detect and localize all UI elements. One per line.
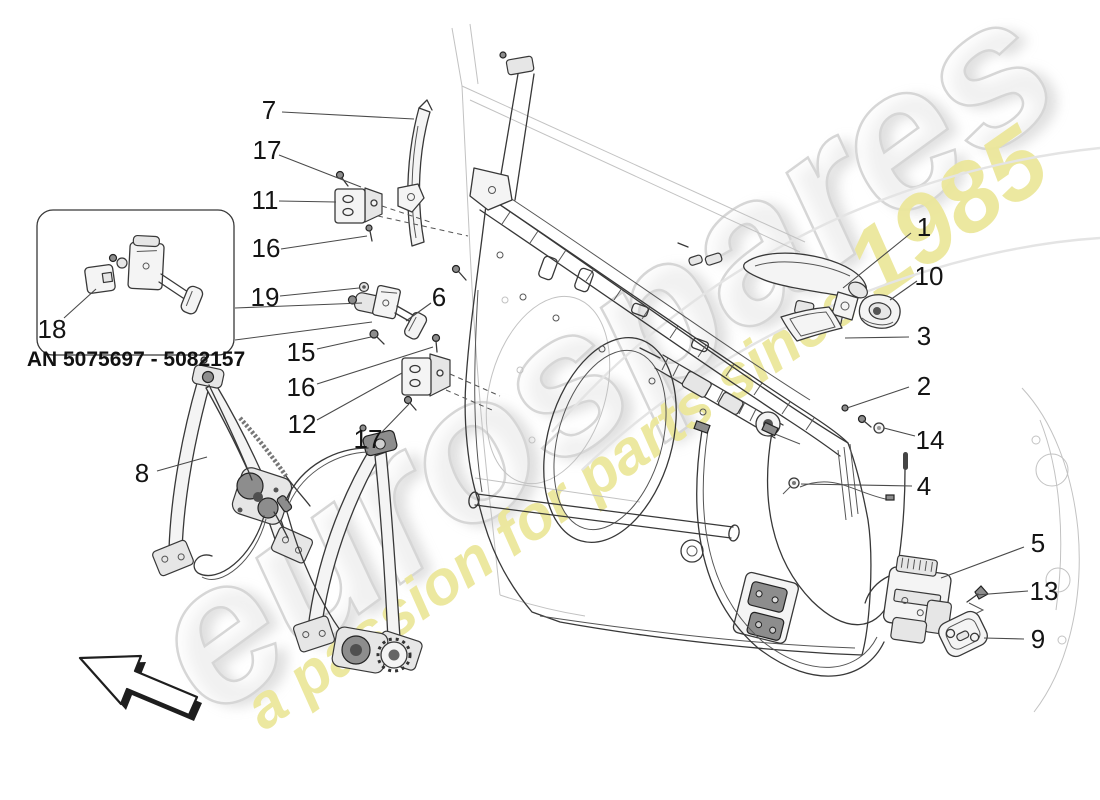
window-channel-7 — [407, 99, 433, 247]
callout-6: 6 — [431, 282, 447, 312]
callout-3: 3 — [916, 321, 932, 351]
door-panel — [464, 51, 872, 656]
callout-17-lower: 17 — [353, 424, 383, 454]
door-lower-hinge-mounts — [732, 571, 799, 644]
callout-15: 15 — [286, 337, 316, 367]
callout-10: 10 — [914, 261, 944, 291]
regulator-motor-left — [231, 467, 293, 525]
callout-16-mid: 16 — [286, 372, 316, 402]
callout-18: 18 — [37, 314, 67, 344]
stop-buffer-18 — [84, 264, 116, 294]
callout-16-upper: 16 — [251, 233, 281, 263]
lock-cylinder-cap-10 — [858, 294, 901, 329]
background-door — [451, 23, 806, 617]
window-regulator-left-8 — [152, 356, 314, 580]
screw-17-lower — [403, 395, 413, 405]
door-hinge-bracket-upper — [397, 183, 425, 213]
cable-loops — [693, 420, 889, 677]
direction-arrow — [78, 654, 202, 721]
reference-box — [36, 209, 373, 356]
striker-9 — [938, 610, 988, 658]
rail-hatching — [501, 211, 815, 431]
callout-19: 19 — [250, 282, 280, 312]
exterior-handle-1 — [677, 242, 868, 327]
leader-lines — [63, 111, 1029, 640]
callout-17-upper: 17 — [252, 135, 282, 165]
screw-15 — [369, 329, 379, 339]
callout-7: 7 — [261, 95, 277, 125]
callout-4: 4 — [916, 471, 932, 501]
callout-14: 14 — [915, 425, 945, 455]
callout-9: 9 — [1030, 624, 1046, 654]
callout-12: 12 — [287, 409, 317, 439]
callout-8: 8 — [134, 458, 150, 488]
upper-hinge-11 — [334, 170, 469, 242]
door-check-6 — [347, 281, 428, 345]
lower-hinge-12 — [401, 333, 501, 411]
callout-1: 1 — [916, 212, 932, 242]
bolt-front-edge — [451, 264, 467, 281]
screw-16-upper — [365, 224, 373, 232]
lock-rod-4 — [782, 452, 908, 573]
window-regulator-right — [276, 424, 423, 674]
callout-11: 11 — [251, 185, 279, 215]
screw-cap-14 — [857, 414, 885, 434]
handle-gasket-3 — [780, 306, 843, 342]
callout-2: 2 — [916, 371, 932, 401]
door-check-18-assembly — [108, 234, 204, 315]
reference-range-label: AN 5075697 - 5082157 — [26, 348, 246, 371]
regulator-motor-right — [331, 626, 423, 674]
callout-5: 5 — [1030, 528, 1046, 558]
callout-13: 13 — [1029, 576, 1059, 606]
